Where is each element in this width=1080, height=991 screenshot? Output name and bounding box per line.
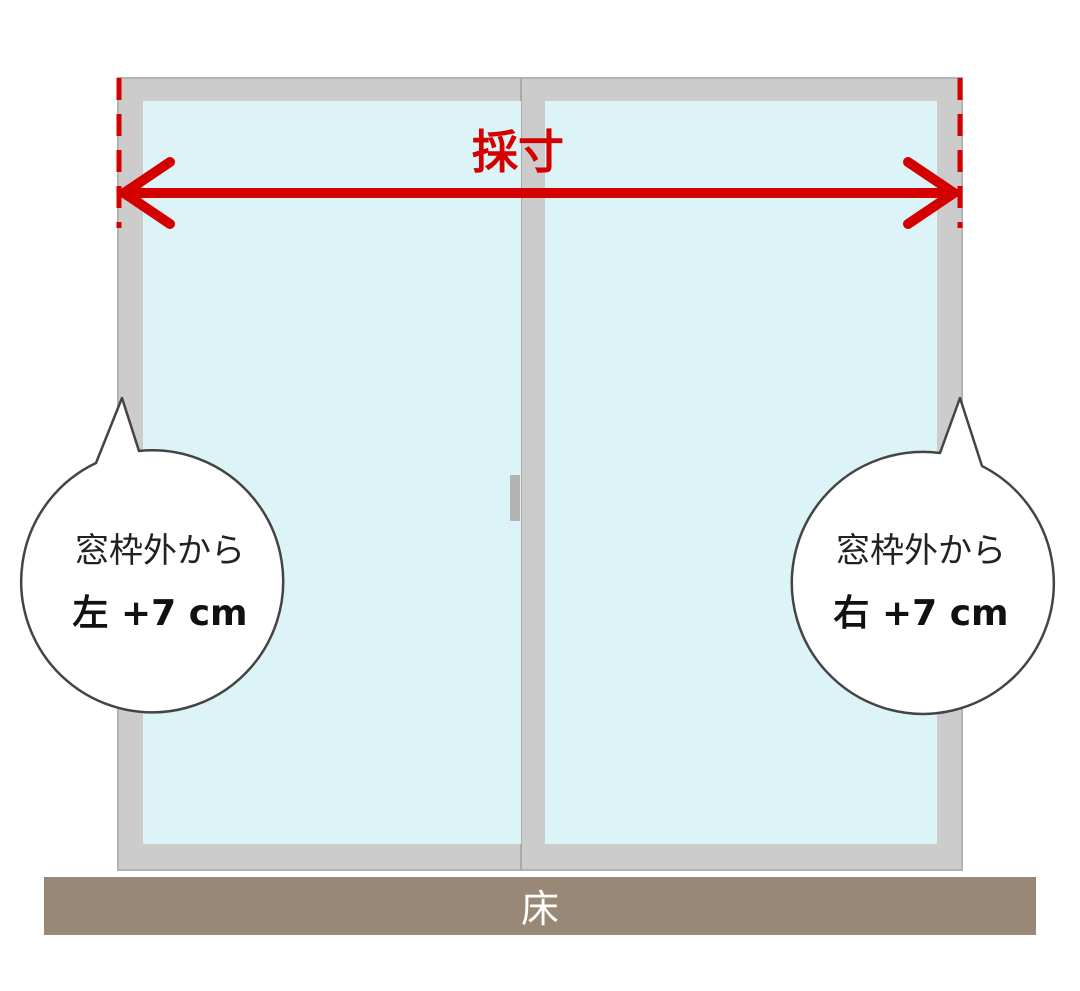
right-callout-line1: 窓枠外から <box>836 531 1006 571</box>
right-callout-bubble: 窓枠外から 右 +7 cm <box>790 396 1056 716</box>
left-arrowhead <box>119 157 175 229</box>
left-callout-line2: 左 +7 cm <box>72 593 247 634</box>
right-callout-line2: 右 +7 cm <box>833 593 1008 634</box>
floor-bar <box>44 877 1036 935</box>
floor: 床 <box>44 877 1036 935</box>
measurement-label: 採寸 <box>472 125 564 179</box>
left-callout-bubble: 窓枠外から 左 +7 cm <box>20 396 285 714</box>
window-handle <box>510 475 520 521</box>
right-bubble-shape <box>790 396 1056 716</box>
left-bubble-shape <box>20 396 285 714</box>
left-callout-line1: 窓枠外から <box>75 531 245 571</box>
measurement: 採寸 <box>116 78 963 229</box>
right-sash-stile <box>523 101 545 844</box>
floor-label: 床 <box>521 887 559 931</box>
right-arrowhead <box>903 157 959 229</box>
